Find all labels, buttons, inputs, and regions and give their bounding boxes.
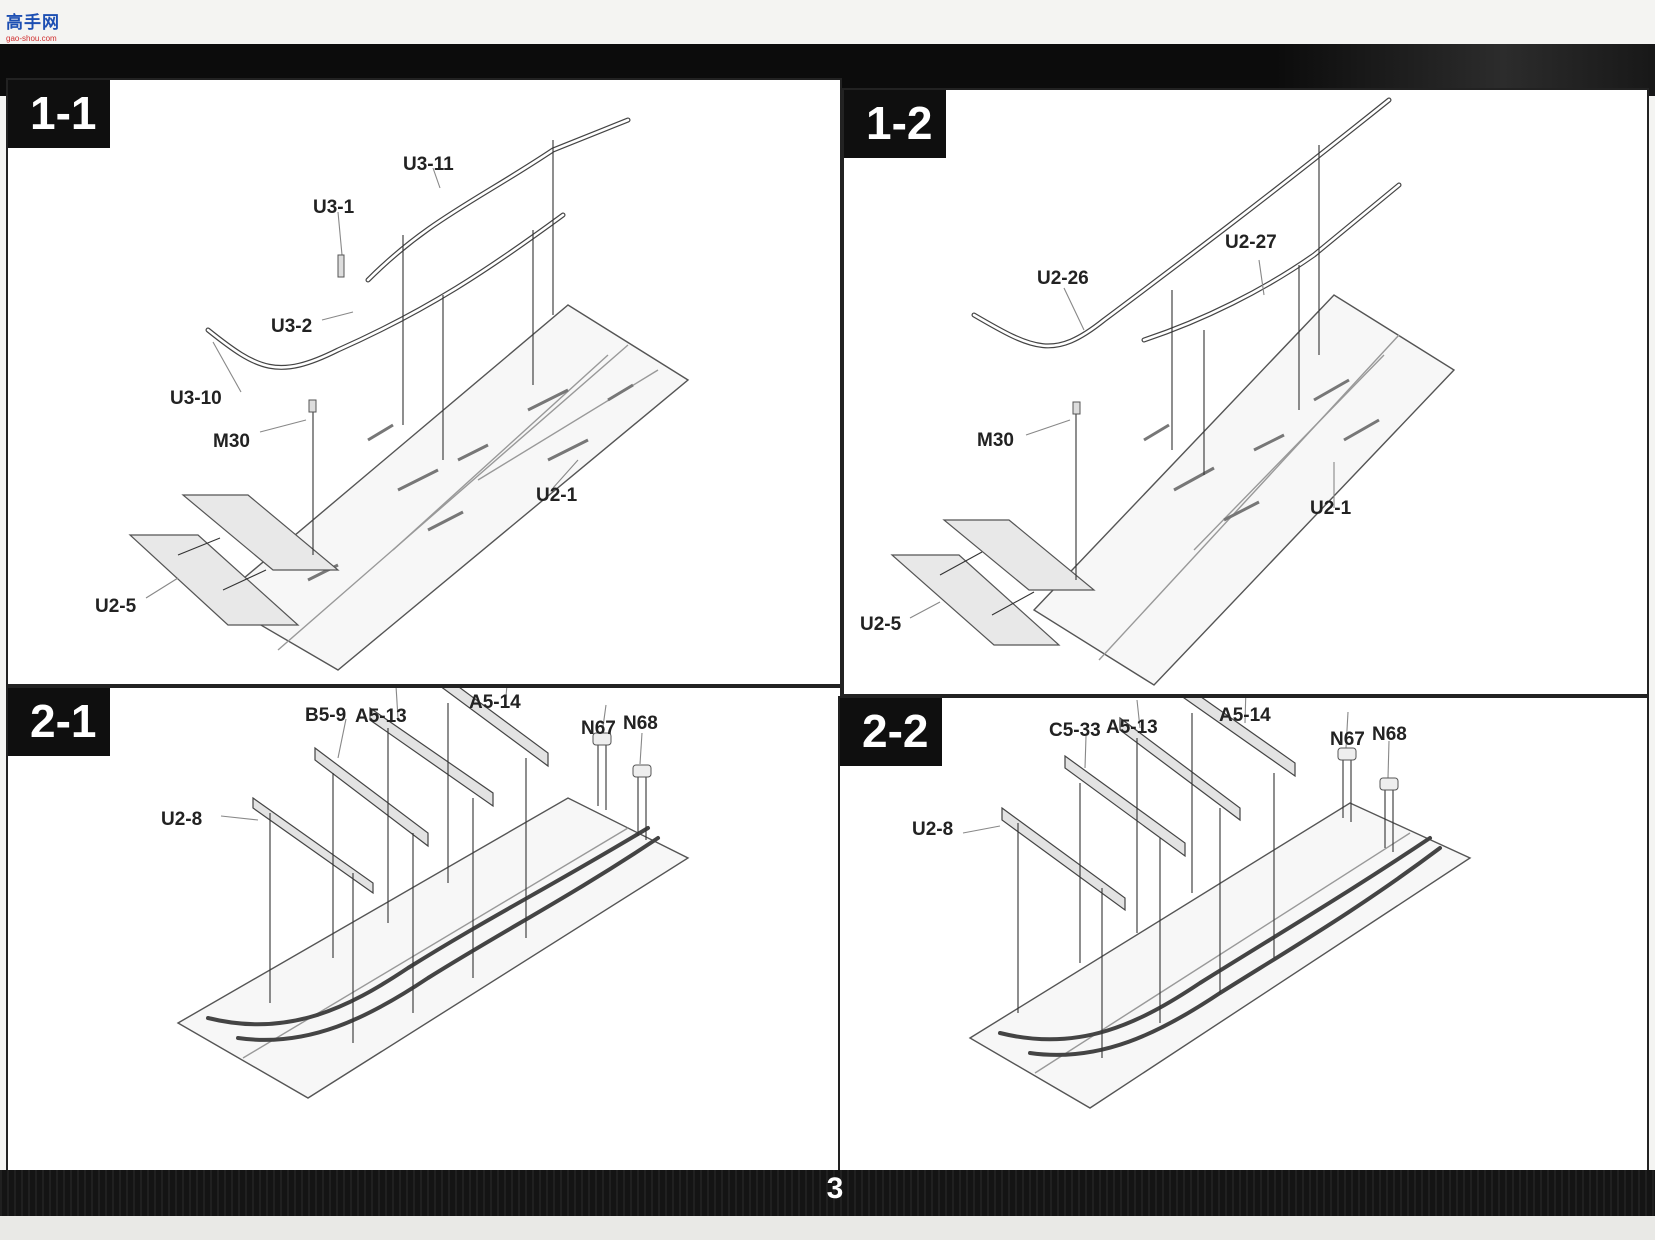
label-u2-26: U2-26 (1037, 268, 1089, 289)
site-logo: 高手网 gao-shou.com (6, 8, 68, 43)
a5-14-part (441, 688, 549, 768)
step-number-badge: 1-2 (844, 90, 947, 158)
chassis-floor (176, 797, 690, 1099)
u2-5-plates (890, 519, 1096, 646)
step-1-2-panel: U2-26 U2-27 M30 U2-1 U2-5 1-2 (842, 88, 1649, 696)
chassis-floor-u2-1 (216, 304, 690, 671)
label-u3-11: U3-11 (403, 154, 454, 175)
u2-8-part (252, 796, 374, 895)
label-a5-14: A5-14 (469, 692, 521, 713)
step-2-1-panel: U2-8 B5-9 A5-13 A5-14 N67 N68 2-1 (6, 686, 842, 1176)
label-a5-14: A5-14 (1219, 705, 1271, 726)
label-u2-1: U2-1 (1310, 498, 1352, 519)
m30-part (308, 399, 317, 413)
label-n68: N68 (623, 713, 658, 734)
a5-13-part (1119, 716, 1241, 822)
m30-part (1072, 401, 1081, 415)
step-number-badge: 1-1 (8, 80, 111, 148)
step-2-2-diagram: U2-8 C5-33 A5-13 A5-14 N67 N68 (912, 698, 1472, 1109)
label-u3-10: U3-10 (170, 388, 222, 409)
assembly-arrows (145, 140, 579, 599)
assembly-arrows (909, 145, 1335, 619)
label-a5-13: A5-13 (355, 706, 407, 727)
u2-5-plates (128, 494, 340, 626)
label-b5-9: B5-9 (305, 705, 346, 726)
a5-14-part (1183, 698, 1296, 778)
step-number-badge: 2-2 (840, 698, 943, 766)
a5-13-part (369, 706, 494, 808)
label-c5-33: C5-33 (1049, 720, 1101, 741)
b5-9-part (314, 746, 429, 848)
n68-part (632, 764, 652, 778)
installed-exhaust-pipes (206, 826, 660, 1042)
chassis-floor-u2-1 (1032, 294, 1456, 686)
step-2-2-panel: U2-8 C5-33 A5-13 A5-14 N67 N68 2-2 (838, 696, 1649, 1176)
page-number: 3 (826, 1172, 844, 1205)
bottom-black-band (0, 1170, 1655, 1216)
c5-33-part (1064, 754, 1186, 858)
label-u2-1: U2-1 (536, 485, 578, 506)
n67-part (592, 732, 612, 746)
step-2-1-diagram: U2-8 B5-9 A5-13 A5-14 N67 N68 (161, 688, 690, 1099)
label-n67: N67 (1330, 729, 1365, 750)
u3-2-exhaust-pipe (205, 212, 566, 370)
u3-11-exhaust-pipe (365, 117, 631, 283)
site-logo-url: gao-shou.com (6, 34, 57, 43)
label-u2-8: U2-8 (161, 809, 202, 830)
label-u2-5: U2-5 (860, 614, 902, 635)
assembly-arrows (220, 688, 647, 1043)
floor-detail-marks (307, 383, 634, 582)
step-1-1-panel: U3-11 U3-1 U3-2 U3-10 M30 U2-1 U2-5 1-1 (6, 78, 842, 686)
step-number-badge: 2-1 (8, 688, 111, 756)
floor-detail-marks (1143, 378, 1380, 522)
n67-part (1337, 747, 1357, 761)
site-logo-text: 高手网 (6, 13, 60, 33)
page-edge (0, 1216, 1655, 1240)
label-u3-2: U3-2 (271, 316, 312, 337)
u3-1-part (337, 254, 345, 278)
step-1-1-diagram: U3-11 U3-1 U3-2 U3-10 M30 U2-1 U2-5 (95, 117, 690, 671)
label-u2-27: U2-27 (1225, 232, 1277, 253)
label-a5-13: A5-13 (1106, 717, 1158, 738)
assembly-arrows (962, 698, 1394, 1058)
u2-8-part (1001, 806, 1126, 912)
label-m30: M30 (213, 431, 250, 452)
label-n67: N67 (581, 718, 616, 739)
step-1-2-diagram: U2-26 U2-27 M30 U2-1 U2-5 (860, 97, 1456, 686)
label-u3-1: U3-1 (313, 197, 355, 218)
label-u2-5: U2-5 (95, 596, 137, 617)
label-m30: M30 (977, 430, 1014, 451)
label-u2-8: U2-8 (912, 819, 953, 840)
n68-part (1379, 777, 1399, 791)
label-n68: N68 (1372, 724, 1407, 745)
